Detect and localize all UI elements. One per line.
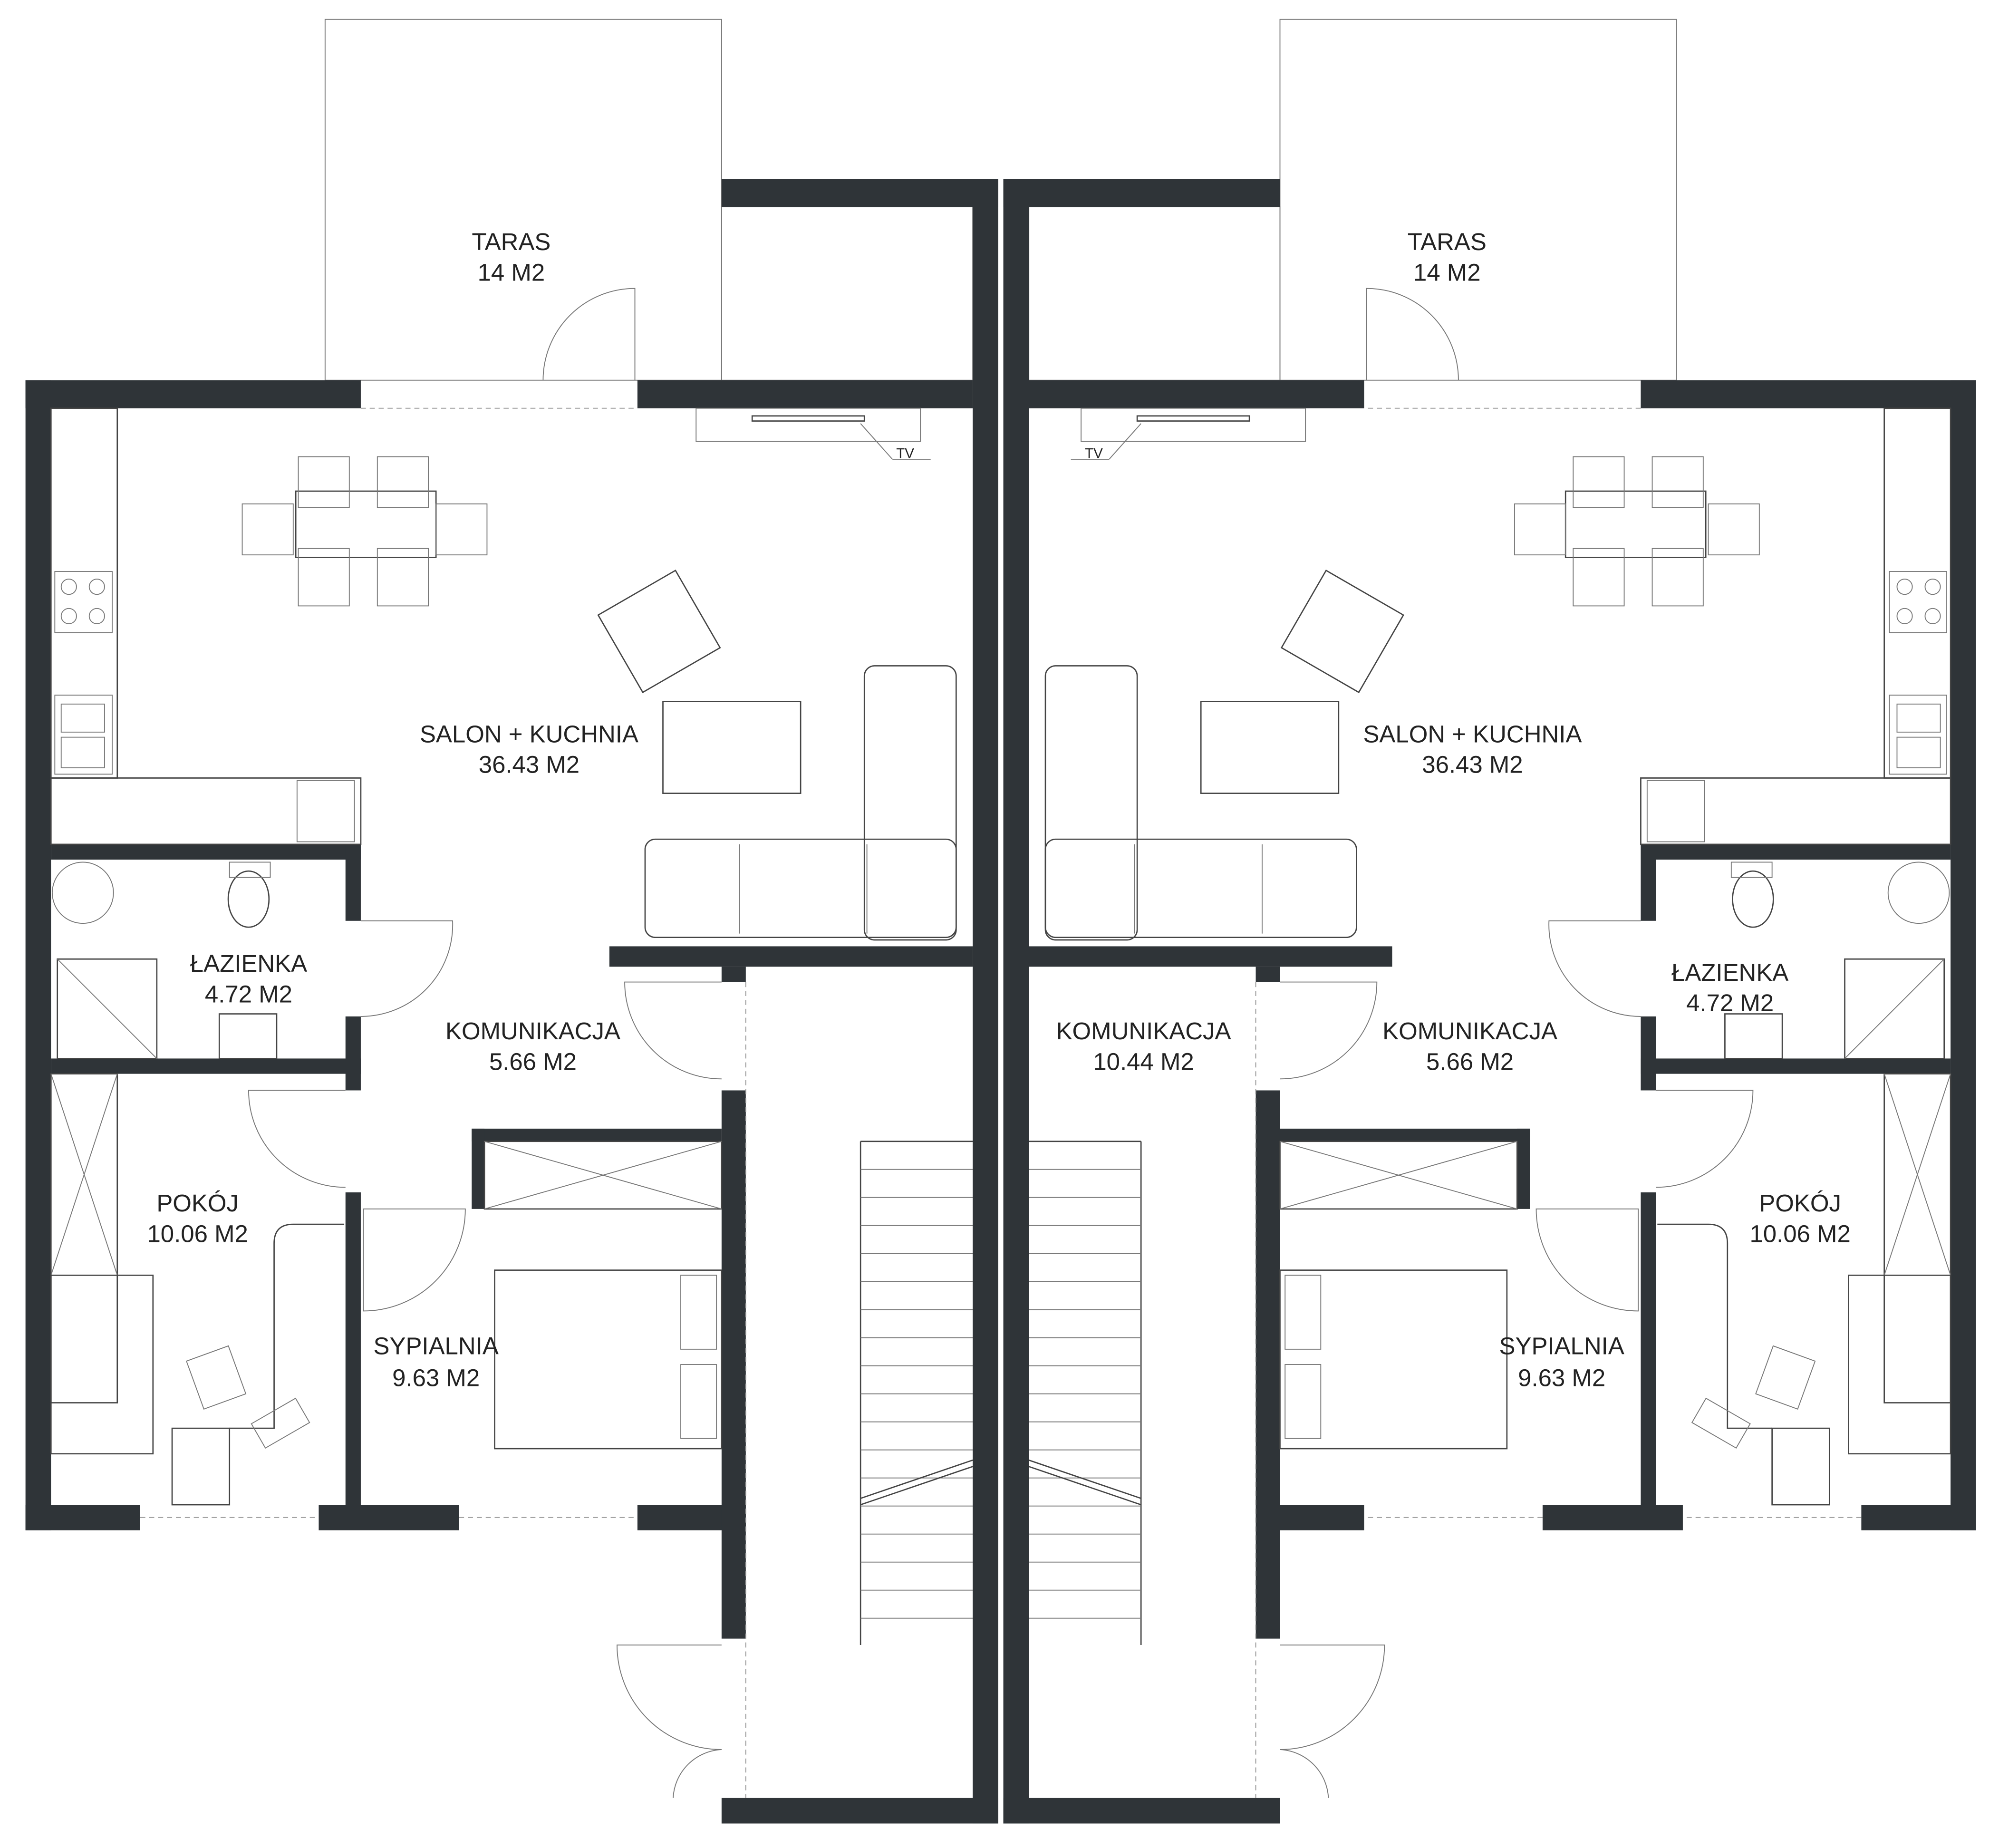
pokoj-right-area: 10.06 M2 bbox=[1749, 1220, 1850, 1248]
tv-label-right: TV bbox=[1085, 445, 1103, 461]
salon-right-area: 36.43 M2 bbox=[1422, 751, 1523, 778]
komunikacja-right-name: KOMUNIKACJA bbox=[1382, 1017, 1557, 1045]
taras-left-name: TARAS bbox=[472, 228, 550, 255]
lazienka-left-area: 4.72 M2 bbox=[205, 980, 292, 1007]
lazienka-left-name: ŁAZIENKA bbox=[190, 950, 307, 977]
lazienka-right-area: 4.72 M2 bbox=[1686, 989, 1774, 1016]
salon-left-name: SALON + KUCHNIA bbox=[420, 720, 638, 747]
tv-label-left: TV bbox=[896, 445, 914, 461]
komunikacja-left-name: KOMUNIKACJA bbox=[445, 1017, 620, 1045]
taras-left-area: 14 M2 bbox=[478, 259, 545, 286]
sypialnia-right-name: SYPIALNIA bbox=[1499, 1333, 1624, 1360]
komunikacja-left-area: 5.66 M2 bbox=[489, 1048, 577, 1075]
pokoj-left-area: 10.06 M2 bbox=[147, 1220, 248, 1248]
taras-right-name: TARAS bbox=[1408, 228, 1487, 255]
komunikacja-right-area: 5.66 M2 bbox=[1426, 1048, 1514, 1075]
left-unit bbox=[25, 19, 999, 1824]
sypialnia-right-area: 9.63 M2 bbox=[1518, 1364, 1605, 1392]
right-unit bbox=[1003, 19, 1977, 1824]
komunikacja-center-name: KOMUNIKACJA bbox=[1056, 1017, 1231, 1045]
sypialnia-left-area: 9.63 M2 bbox=[392, 1364, 480, 1392]
salon-right-name: SALON + KUCHNIA bbox=[1363, 720, 1582, 747]
pokoj-right-name: POKÓJ bbox=[1759, 1190, 1841, 1217]
sypialnia-left-name: SYPIALNIA bbox=[374, 1333, 499, 1360]
komunikacja-center-area: 10.44 M2 bbox=[1093, 1048, 1194, 1075]
pokoj-left-name: POKÓJ bbox=[156, 1190, 239, 1217]
lazienka-right-name: ŁAZIENKA bbox=[1671, 959, 1788, 986]
taras-right-area: 14 M2 bbox=[1413, 259, 1481, 286]
salon-left-area: 36.43 M2 bbox=[479, 751, 579, 778]
room-labels: TARAS 14 M2 TARAS 14 M2 SALON + KUCHNIA … bbox=[147, 228, 1850, 1391]
